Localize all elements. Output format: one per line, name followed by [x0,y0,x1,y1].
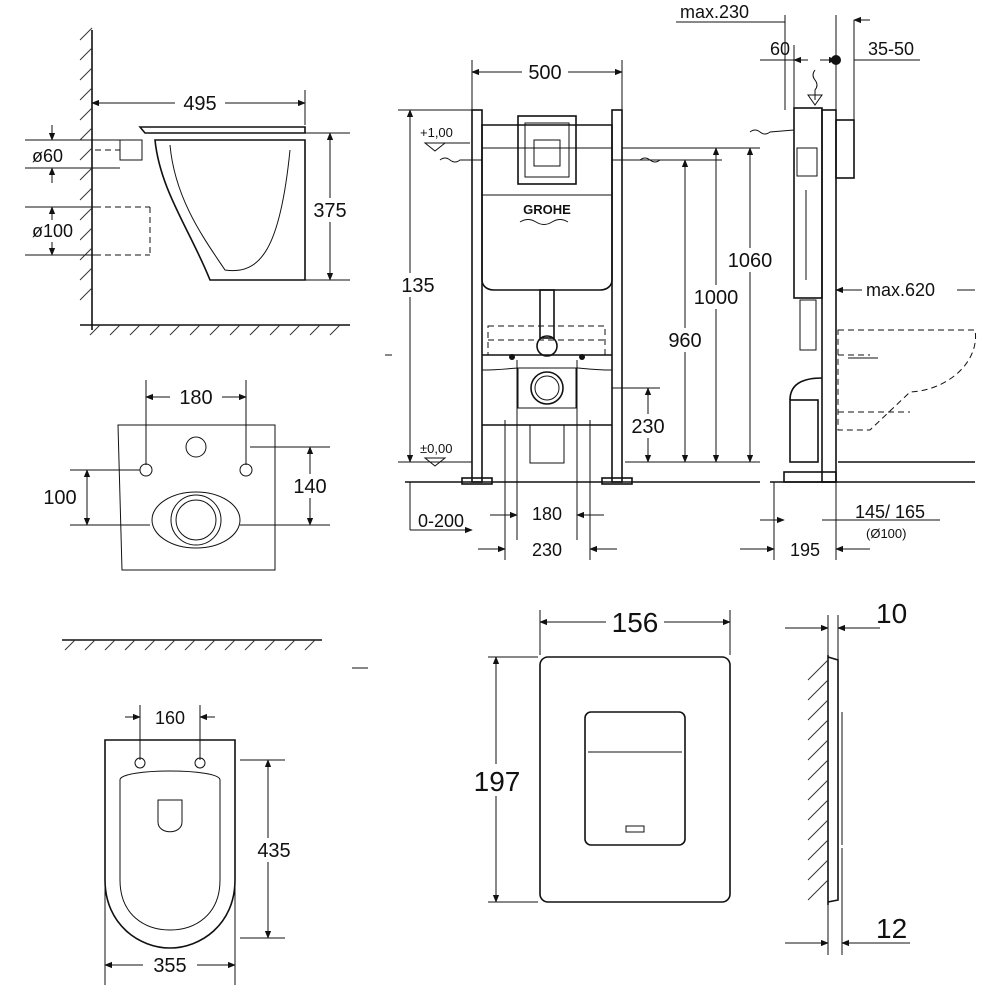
dim-355-plan: 355 [153,955,186,977]
dim-135: 135 [401,275,434,297]
dim-1000: 1000 [694,287,739,309]
dim-1060: 1060 [728,250,773,272]
dim-ø100: ø100 [32,221,73,241]
dim-197: 197 [474,766,521,797]
level-zero: ±0,00 [420,441,452,456]
dim-180-rear: 180 [179,387,212,409]
dim-180-frame: 180 [532,504,562,524]
dim-140-rear: 140 [293,476,326,498]
dim-10: 10 [876,598,907,629]
dim-375: 375 [313,200,346,222]
dim-500: 500 [528,62,561,84]
bowl-plan-view: 160 435 355 [62,639,322,985]
dim-145-165: 145/ 165 [855,502,925,522]
floor-hatching [89,324,341,336]
wall-hatching [79,27,93,301]
dim-960: 960 [668,330,701,352]
flush-plate-front: 156 197 [470,606,731,903]
dim-0-200: 0-200 [418,511,464,531]
dim-max620: max.620 [866,280,935,300]
dim-max230: max.230 [680,2,749,22]
frame-side-view: max.230 60 35-50 max.620 195 145/ 165 (Ø… [676,2,977,560]
bowl-rear-view: 180 100 140 [38,380,334,571]
dim-60-side: 60 [770,39,790,59]
dim-156: 156 [612,607,659,638]
dim-35-50: 35-50 [868,39,914,59]
dim-230-frame: 230 [532,540,562,560]
grohe-logo-frame: GROHE [523,202,571,217]
bowl-profile [138,126,306,134]
dim-ø60: ø60 [32,146,63,166]
flush-button [584,711,686,846]
bowl-side-view: 495 375 ø60 ø100 [25,27,352,336]
dim-pipe-100: (Ø100) [866,526,906,541]
dim-495: 495 [183,93,216,115]
ceiling-hatching [64,639,316,651]
frame-front-view: GROHE 500 135 +1,00 ±0,00 [398,60,775,560]
dim-195: 195 [790,540,820,560]
dim-160-plan: 160 [155,708,185,728]
dim-435-plan: 435 [257,840,290,862]
cistern [481,124,613,291]
flush-plate [539,656,731,903]
level-plus-1: +1,00 [420,125,453,140]
dim-230-height: 230 [631,416,664,438]
dim-100-rear: 100 [43,487,76,509]
plate-wall-hatching [807,659,829,901]
dim-12: 12 [876,913,907,944]
flush-plate-side: 10 12 [785,598,910,955]
